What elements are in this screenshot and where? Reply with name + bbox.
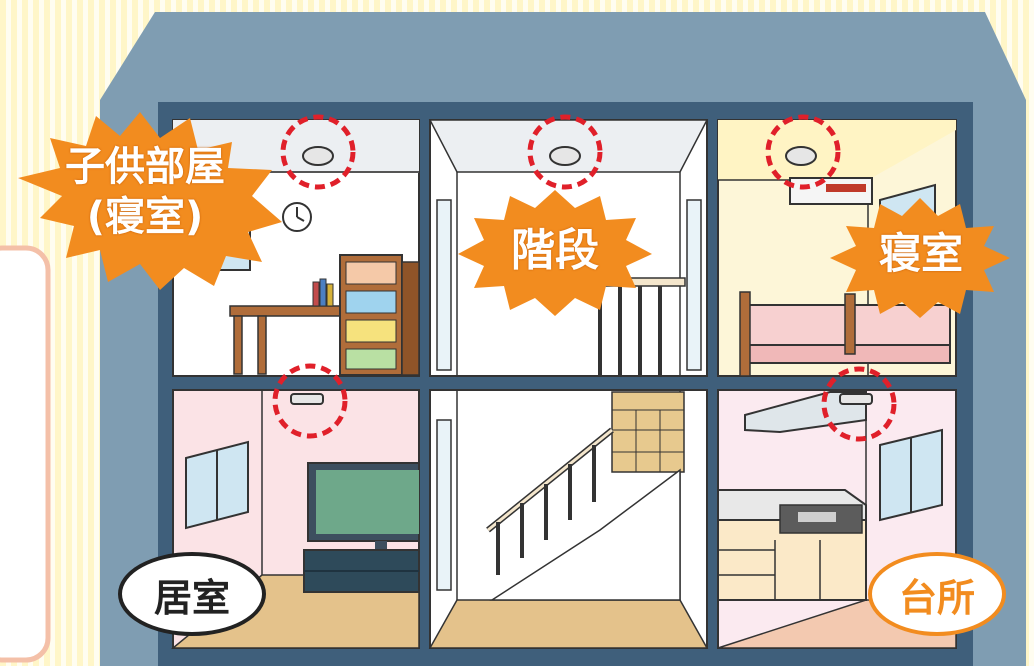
range-hood (744, 391, 867, 434)
detector-stairs (527, 114, 603, 190)
burst-kids-room (18, 112, 282, 290)
side-info-panel (0, 245, 51, 663)
detector-kitchen (821, 366, 897, 442)
label-living: 居室 (118, 552, 266, 636)
label-stairs: 階段 (511, 225, 599, 276)
detector-kids (280, 114, 356, 190)
detector-living (272, 363, 348, 439)
smoke-detector-icon (290, 393, 324, 405)
label-kitchen: 台所 (868, 552, 1006, 636)
burst-bedroom (830, 198, 1010, 318)
label-kids-room-note: (寝室) (86, 194, 204, 240)
detector-bedroom (765, 114, 841, 190)
smoke-detector-icon (302, 146, 334, 166)
smoke-detector-icon (785, 146, 817, 166)
room-stairs-bottom (428, 389, 709, 649)
smoke-detector-icon (549, 146, 581, 166)
smoke-detector-icon (839, 393, 873, 405)
burst-stairs (458, 190, 652, 316)
label-bedroom: 寝室 (878, 229, 963, 278)
label-kids-room: 子供部屋 (65, 144, 225, 190)
